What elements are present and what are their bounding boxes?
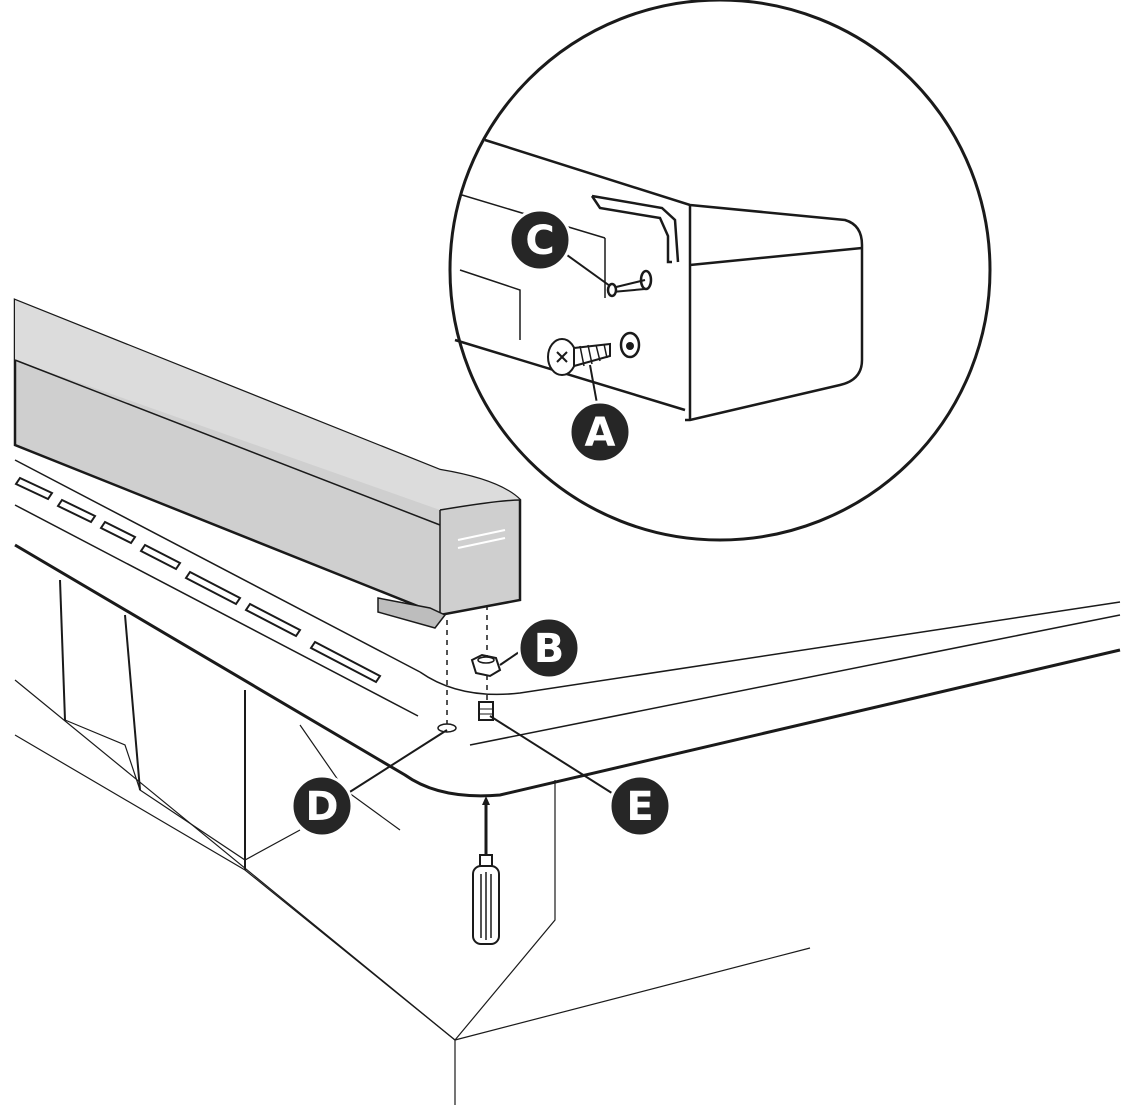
callout-d-label: D — [305, 784, 338, 830]
callout-c-label: C — [525, 218, 554, 264]
callout-b-label: B — [534, 626, 565, 672]
callout-e: E — [608, 774, 672, 838]
callout-a: A — [568, 400, 632, 464]
tv-body — [14, 459, 1121, 1105]
screw-icon — [547, 338, 611, 376]
callout-a-label: A — [585, 410, 616, 456]
mounting-hole — [437, 723, 457, 733]
callout-b: B — [517, 616, 581, 680]
nut-icon — [470, 653, 502, 678]
callout-c: C — [508, 208, 572, 272]
standoff-icon — [478, 701, 494, 721]
callout-d: D — [290, 774, 354, 838]
callout-e-label: E — [626, 784, 653, 830]
vent-slots — [14, 476, 382, 684]
screwdriver-icon — [472, 796, 500, 945]
alignment-guides — [446, 605, 488, 725]
soundbar — [13, 298, 522, 629]
